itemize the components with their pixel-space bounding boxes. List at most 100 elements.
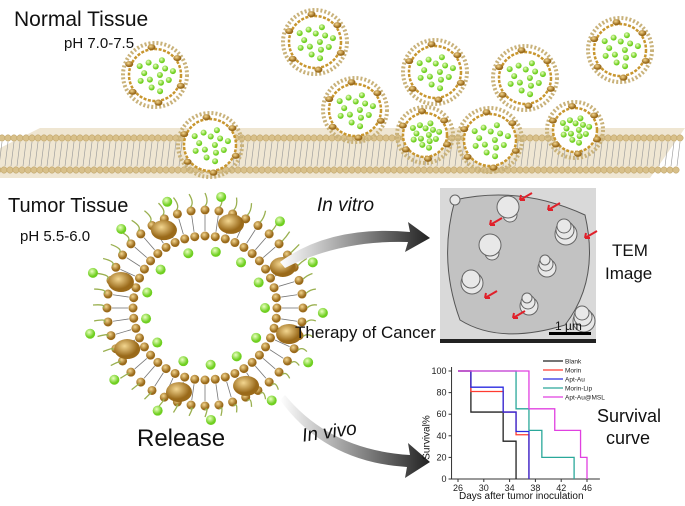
drug-molecule: [148, 84, 155, 91]
gold-nanoparticle: [183, 158, 192, 165]
drug-molecule: [322, 32, 329, 39]
scale-bar-label: 1 µm: [555, 319, 582, 333]
gold-nanoparticle: [307, 11, 316, 18]
drug-molecule: [305, 26, 312, 33]
drug-molecule: [437, 76, 444, 83]
red-arrow: [519, 192, 533, 201]
drug-molecule: [421, 67, 428, 74]
lipid-head: [146, 256, 156, 266]
red-arrow: [547, 202, 561, 211]
lipid-head: [34, 134, 42, 142]
drug-molecule: [611, 51, 618, 58]
drug-molecule: [582, 130, 589, 137]
lipid-tail: [352, 141, 357, 167]
lipid-head: [294, 275, 304, 285]
drug-molecule: [356, 107, 363, 113]
drug-molecule: [413, 130, 420, 137]
lipid-head: [214, 206, 224, 216]
liposome-bilayer: [407, 44, 463, 100]
lipid-tail: [246, 229, 256, 244]
lipid-head: [538, 134, 546, 142]
lipid-head: [111, 262, 121, 272]
drug-molecule: [196, 140, 203, 147]
lipid-tail: [262, 141, 267, 167]
liposome-outer-tails: [121, 41, 189, 109]
drug-molecule: [427, 120, 434, 127]
lipid-tail: [256, 141, 261, 167]
drug-molecule: [317, 46, 324, 53]
lipid-head: [310, 134, 318, 142]
gold-nanoparticle: [590, 112, 599, 119]
lipid-head: [522, 166, 530, 174]
drug-molecule: [312, 30, 319, 37]
lipid-head: [252, 166, 260, 174]
lipid-head: [384, 166, 392, 174]
lipid-head: [328, 134, 336, 142]
large-liposome-releasing: [85, 191, 328, 425]
liposome-bilayer: [462, 112, 518, 168]
drug-molecule: [136, 63, 143, 70]
lipid-head: [282, 356, 292, 366]
lipid-head: [153, 249, 163, 259]
lipid-tail: [94, 141, 99, 167]
lipid-head: [646, 134, 654, 142]
lipid-head: [652, 134, 660, 142]
drug-molecule: [630, 52, 637, 59]
drug-molecule: [572, 120, 579, 127]
drug-molecule: [417, 74, 424, 81]
lipid-head: [174, 166, 182, 174]
lipid-tail: [76, 141, 81, 167]
lipid-tail: [640, 141, 645, 167]
drug-molecule: [336, 98, 343, 105]
lipid-head: [126, 166, 134, 174]
drug-molecule: [613, 59, 620, 66]
lipid-head: [564, 166, 572, 174]
lipid-head: [558, 166, 566, 174]
liposome-bilayer: [182, 117, 238, 173]
lipid-head: [250, 134, 258, 142]
lipid-head: [270, 166, 278, 174]
lipid-tail: [136, 141, 141, 167]
lipid-head: [630, 166, 638, 174]
tem-vacuole: [539, 254, 551, 266]
lipid-tail: [388, 141, 393, 167]
peg-chain: [204, 408, 208, 418]
lipid-tail: [676, 141, 681, 167]
liposome: [491, 44, 559, 112]
released-drug: [152, 337, 163, 348]
released-drug: [155, 264, 166, 275]
drug-molecule: [156, 72, 163, 78]
drug-molecule: [576, 139, 583, 146]
gold-nanoparticle: [593, 136, 602, 143]
drug-molecule: [346, 111, 353, 118]
lipid-head: [135, 333, 145, 343]
lipid-tail: [134, 358, 148, 370]
lipid-tail: [100, 141, 105, 167]
released-drug: [317, 307, 328, 318]
lipid-tail: [250, 141, 255, 167]
lipid-head: [40, 134, 48, 142]
lipid-head: [382, 134, 390, 142]
drug-molecule: [567, 130, 574, 137]
peg-chain: [290, 243, 300, 254]
lipid-head: [648, 166, 656, 174]
in-vitro-label: In vitro: [317, 195, 375, 216]
lipid-head: [336, 166, 344, 174]
lipid-head: [153, 357, 163, 367]
lipid-tail: [148, 141, 153, 167]
lipid-head: [642, 166, 650, 174]
lipid-head: [170, 368, 180, 378]
lipid-head: [230, 368, 240, 378]
drug-molecule: [610, 34, 617, 41]
peg-chain: [120, 372, 130, 379]
lipid-head: [528, 166, 536, 174]
lipid-tail: [106, 141, 111, 167]
liposome-bilayer: [592, 22, 648, 78]
lipid-head: [612, 166, 620, 174]
y-tick-label: 20: [437, 452, 447, 462]
lipid-head: [70, 134, 78, 142]
lipid-head: [102, 166, 110, 174]
tem-label-1: TEM: [612, 241, 648, 260]
released-drug: [152, 405, 163, 416]
